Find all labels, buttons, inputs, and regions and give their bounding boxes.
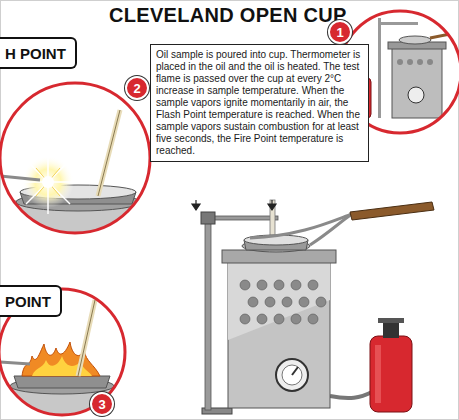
callout-digit: 1 <box>336 25 343 40</box>
diagram-title: CLEVELAND OPEN CUP <box>105 4 351 27</box>
heading-text: POINT <box>5 293 51 310</box>
body-text: Oil sample is poured into cup. Thermomet… <box>156 49 363 157</box>
callout-digit: 2 <box>133 81 140 96</box>
main-apparatus <box>201 200 434 414</box>
fire-point-circle <box>0 289 130 420</box>
callout-number: 2 <box>125 76 149 100</box>
description-box: Oil sample is poured into cup. Thermomet… <box>150 44 369 162</box>
callout-number: 3 <box>90 392 114 416</box>
heading-banner: POINT <box>0 285 62 317</box>
pointer-arrows <box>192 200 276 210</box>
callout-digit: 3 <box>98 397 105 412</box>
flash-point-circle <box>0 83 160 240</box>
heading-banner: H POINT <box>0 37 77 69</box>
callout-number: 1 <box>328 20 352 44</box>
heading-text: H POINT <box>5 45 66 62</box>
